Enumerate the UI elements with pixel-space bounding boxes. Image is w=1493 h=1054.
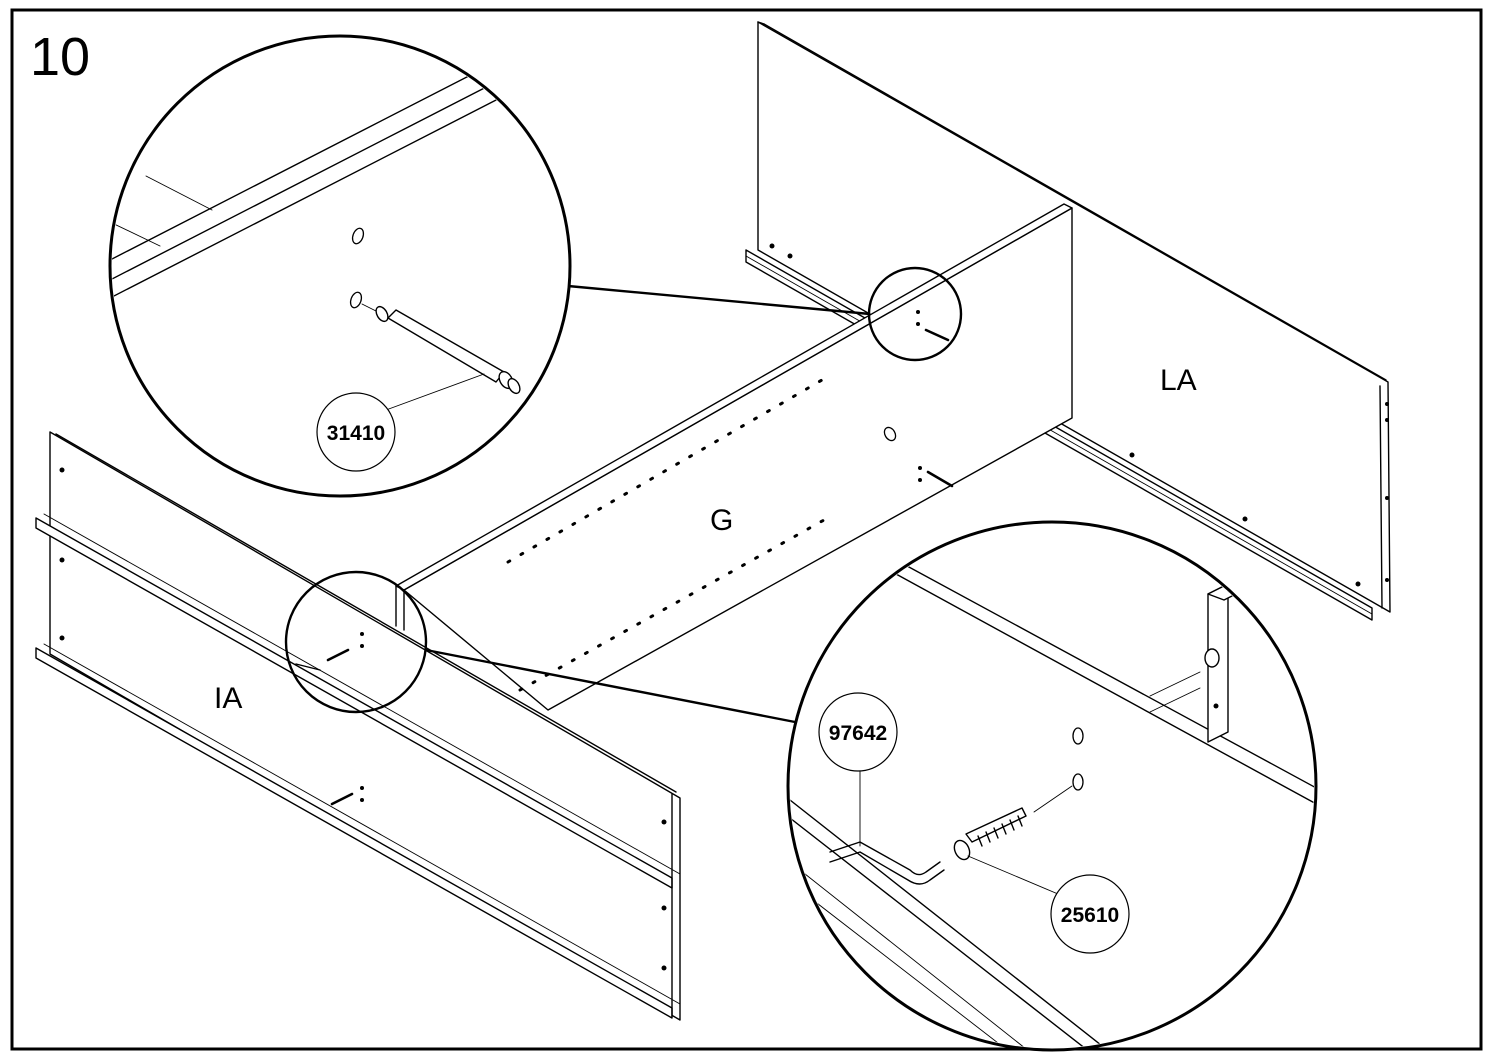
detail-marker-bottom [284, 570, 428, 714]
part-code-hook: 97642 [829, 722, 887, 745]
panel-label-la: LA [1160, 364, 1197, 397]
zoom-detail-dowel [108, 34, 572, 498]
part-bubble-dowel [316, 392, 396, 472]
zoom-detail-hook [786, 520, 1318, 1052]
panel-label-ia: IA [214, 682, 242, 715]
diagram-frame [10, 8, 1483, 1051]
panel-label-g: G [710, 504, 733, 537]
leader-line-top [567, 284, 871, 316]
part-bubble-screw [1050, 874, 1130, 954]
step-number: 10 [30, 27, 90, 87]
part-bubble-hook [818, 692, 898, 772]
dowel-part-icon [375, 305, 521, 395]
leader-line-bottom [425, 648, 796, 724]
panel-ia [35, 431, 681, 1021]
part-code-screw: 25610 [1061, 904, 1119, 927]
part-code-dowel: 31410 [327, 422, 385, 445]
screw-part-icon [953, 807, 1027, 861]
hook-part-icon [829, 841, 945, 885]
panel-g [395, 203, 1073, 711]
